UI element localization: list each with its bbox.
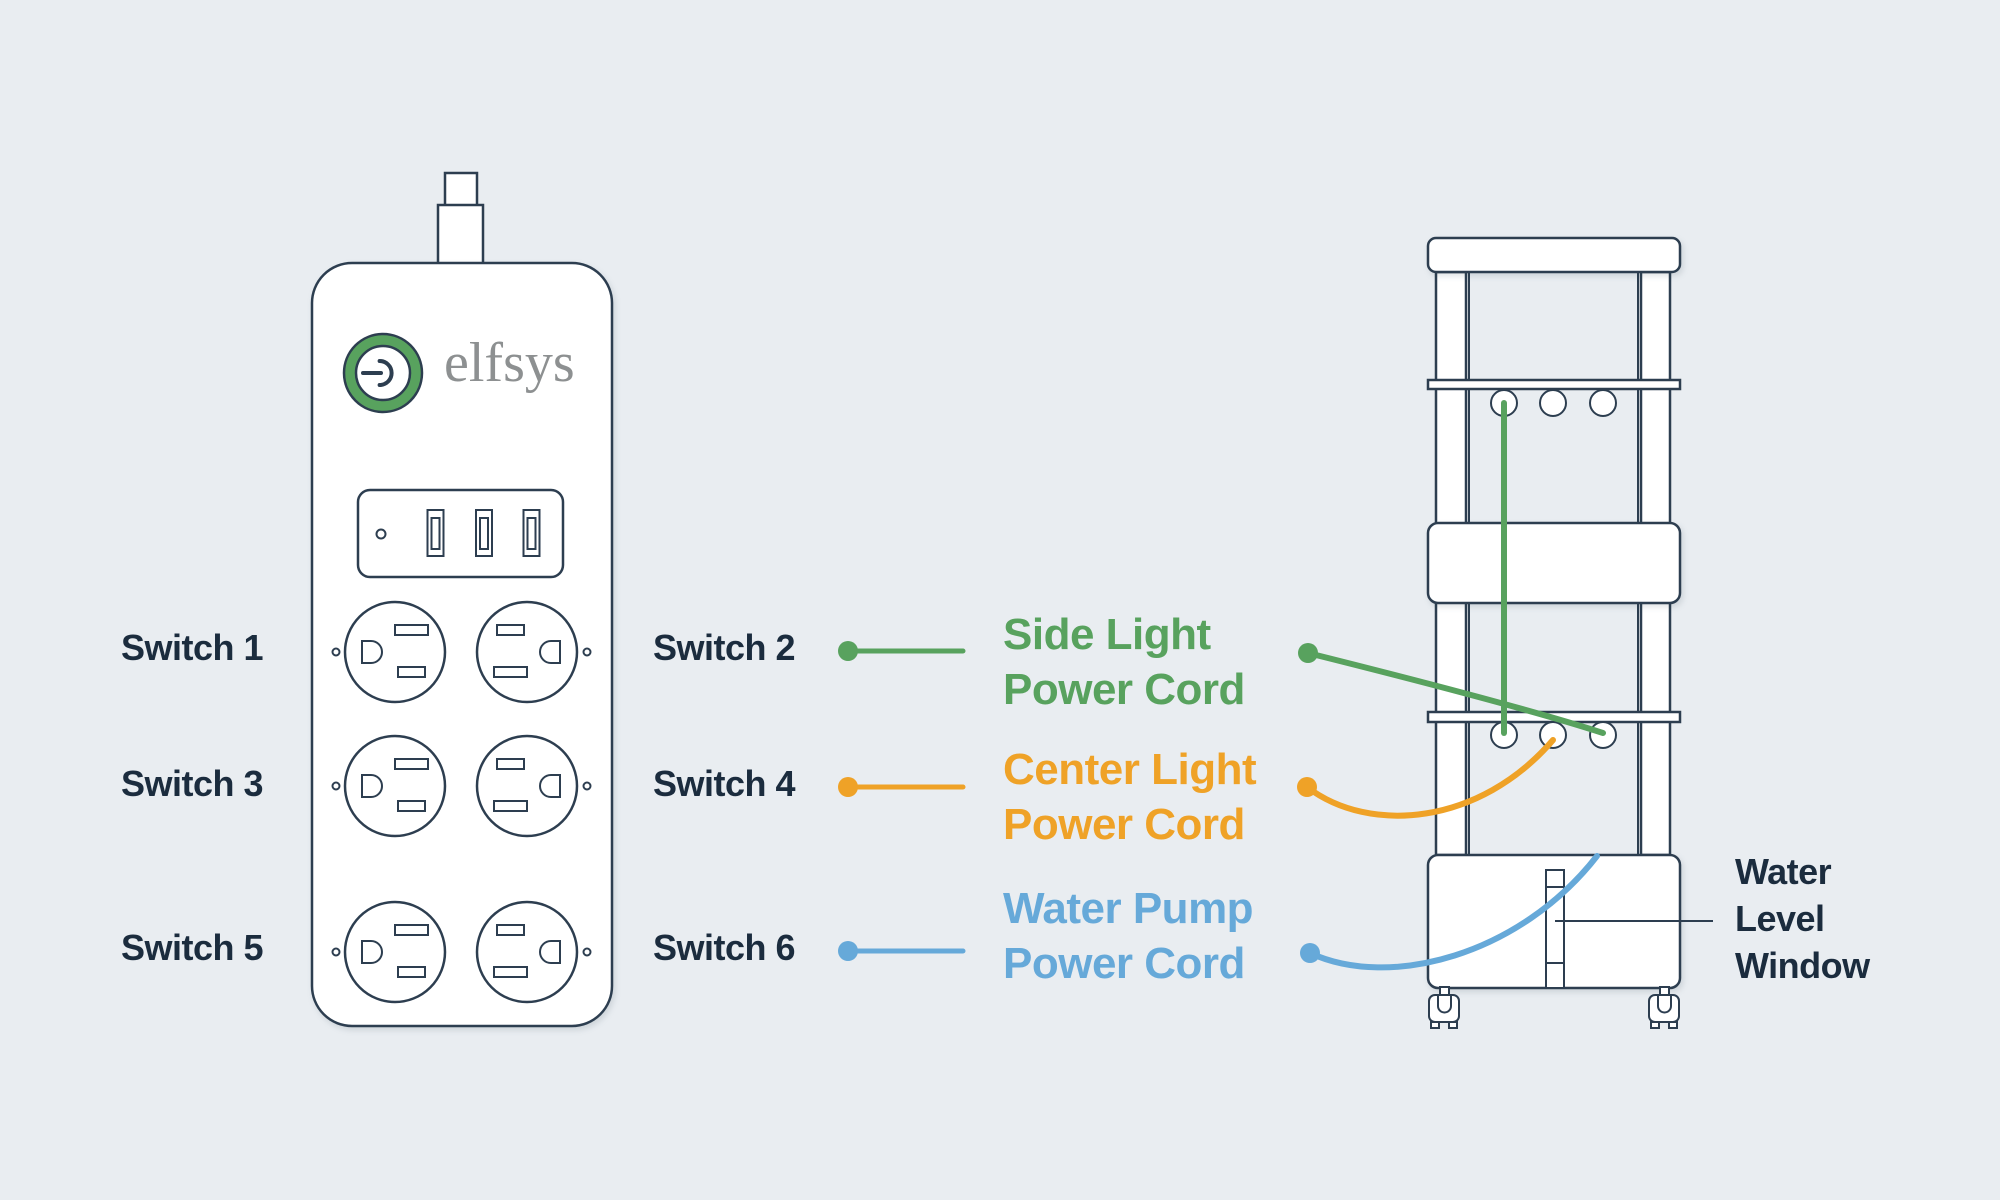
garden-tower <box>1426 236 1682 1029</box>
switch-6-leader-dot <box>838 941 858 961</box>
water-level-window <box>1545 869 1565 989</box>
switch-3-label: Switch 3 <box>121 763 264 804</box>
plug-tip <box>443 171 479 208</box>
side-light-label-line1: Side Light <box>1003 610 1211 659</box>
usb-led-indicator <box>375 528 387 540</box>
water-level-window-label-line3: Window <box>1735 945 1870 986</box>
water-pump-label: Water Pump Power Cord <box>1003 881 1254 991</box>
screw-hole <box>582 947 592 957</box>
water-pump-label-line1: Water Pump <box>1003 884 1254 933</box>
outlet-switch-2 <box>475 600 579 704</box>
usb-panel <box>356 488 565 579</box>
outlet-switch-3 <box>343 734 447 838</box>
switch-2-leader-dot <box>838 641 858 661</box>
center-light-cord-curve <box>1304 737 1556 819</box>
power-button-icon <box>342 332 424 414</box>
center-light-label: Center Light Power Cord <box>1003 742 1257 852</box>
plant-hole <box>1589 389 1617 417</box>
usb-port <box>426 509 445 557</box>
caster-wheel-right <box>1648 986 1680 1029</box>
center-light-label-line1: Center Light <box>1003 745 1257 794</box>
switch-6-label: Switch 6 <box>653 927 796 968</box>
cord-callouts <box>838 400 1713 971</box>
usb-port <box>475 509 493 557</box>
plant-hole <box>1539 721 1567 749</box>
caster-wheel-left <box>1428 986 1460 1029</box>
tower-top-bar <box>1426 236 1682 274</box>
water-level-window-label-line2: Level <box>1735 898 1825 939</box>
outlet-switch-1 <box>343 600 447 704</box>
plug-base <box>436 203 485 266</box>
screw-hole <box>331 947 341 957</box>
switch-4-leader-dot <box>838 777 858 797</box>
outlet-switch-5 <box>343 900 447 1004</box>
plant-hole <box>1539 389 1567 417</box>
water-level-window-label-line1: Water <box>1735 851 1832 892</box>
power-strip <box>310 171 614 1028</box>
switch-2-label: Switch 2 <box>653 627 796 668</box>
outlet-switch-4 <box>475 734 579 838</box>
side-light-label: Side Light Power Cord <box>1003 607 1245 717</box>
side-light-cord-curve <box>1305 650 1606 736</box>
tower-shelf-upper <box>1426 378 1682 391</box>
screw-hole <box>582 781 592 791</box>
screw-hole <box>582 647 592 657</box>
screw-hole <box>331 781 341 791</box>
water-pump-cord-curve <box>1307 853 1600 971</box>
power-plug <box>436 171 485 266</box>
switch-5-label: Switch 5 <box>121 927 264 968</box>
side-light-label-line2: Power Cord <box>1003 665 1245 714</box>
usb-port <box>522 509 541 557</box>
center-light-label-line2: Power Cord <box>1003 800 1245 849</box>
switch-1-label: Switch 1 <box>121 627 264 668</box>
outlet-switch-6 <box>475 900 579 1004</box>
water-level-window-label: Water Level Window <box>1735 848 1870 989</box>
screw-hole <box>331 647 341 657</box>
usb-panel-plate <box>356 488 565 579</box>
water-pump-label-line2: Power Cord <box>1003 939 1245 988</box>
center-light-housing <box>1426 521 1682 605</box>
brand-logo-text: elfsys <box>444 332 575 394</box>
switch-4-label: Switch 4 <box>653 763 796 804</box>
